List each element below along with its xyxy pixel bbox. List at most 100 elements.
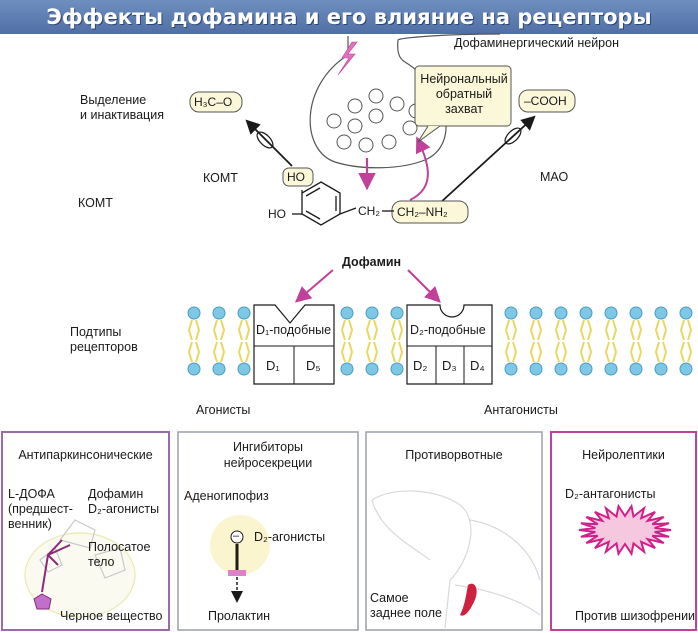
lipid-head: [390, 362, 404, 376]
box1-title: Антипаркинсонические: [18, 448, 153, 462]
lipid-head: [629, 306, 643, 320]
area-postrema-label: Самое заднее поле: [370, 591, 442, 620]
d2-agonists-label: D₂-агонисты: [254, 530, 326, 544]
schizophrenia-burst: [578, 503, 672, 557]
ch2-group: CH₂: [358, 204, 380, 218]
lipid-head: [212, 362, 226, 376]
title-bar: [0, 0, 698, 34]
action-potential-icon: [337, 41, 358, 76]
mao-label: МАО: [540, 170, 569, 184]
box4-title: Нейролептики: [582, 448, 665, 462]
lipid-tail: [579, 341, 593, 363]
dopamine-agonists-label: Дофамин D₂-агонисты: [88, 487, 160, 516]
lipid-head: [237, 306, 251, 320]
ch2-nh2-group: CH₂–NH₂: [397, 205, 448, 219]
lipid-head: [504, 362, 518, 376]
lipid-tail: [365, 341, 379, 363]
lipid-head: [340, 362, 354, 376]
d2-antagonists-label: D₂-антагонисты: [565, 487, 656, 501]
lipid-head: [579, 306, 593, 320]
neuron-terminal: [309, 33, 501, 169]
antagonists-label: Антагонисты: [484, 403, 558, 417]
lipid-tail: [679, 341, 693, 363]
lipid-head: [504, 306, 518, 320]
benzene-ring: [292, 181, 357, 226]
lipid-head: [187, 362, 201, 376]
striatum-label: Полосатое тело: [88, 540, 151, 569]
lipid-tail: [654, 319, 668, 341]
lipid-tail: [504, 341, 518, 363]
lipid-head: [529, 362, 543, 376]
mao-product: –COOH: [524, 94, 567, 108]
reuptake-label: Нейрональный обратный захват: [420, 72, 508, 116]
pituitary-label: Аденогипофиз: [184, 489, 269, 503]
lipid-tail: [554, 319, 568, 341]
lipid-head: [554, 362, 568, 376]
amine-box: [391, 200, 469, 224]
box3-title: Противорвотные: [405, 448, 503, 462]
d4-label: D₄: [470, 358, 485, 373]
neuron-label: Дофаминергический нейрон: [454, 36, 619, 50]
lipid-head: [579, 362, 593, 376]
lipid-tail: [604, 341, 618, 363]
area-postrema: [460, 583, 477, 616]
lipid-head: [529, 306, 543, 320]
lipid-tail: [212, 319, 226, 341]
ho-upper: HO: [287, 170, 305, 184]
d5-label: D₅: [306, 358, 321, 373]
mao-product-box: [518, 89, 576, 113]
lipid-head: [187, 306, 201, 320]
release-label: Выделение и инактивация: [80, 93, 164, 122]
reuptake-box: [414, 65, 512, 127]
receptor-subtypes-label: Подтипы рецепторов: [70, 325, 138, 354]
d1-like-label: D₁-подобные: [256, 323, 332, 337]
d2-label: D₂: [413, 358, 428, 373]
lipid-head: [365, 306, 379, 320]
comt-product-box: [189, 91, 243, 113]
lipid-head: [390, 306, 404, 320]
d3-label: D₃: [442, 358, 457, 373]
lipid-head: [604, 306, 618, 320]
pituitary-shape: [210, 515, 270, 575]
dopamine-label: Дофамин: [342, 255, 402, 269]
lipid-tail: [365, 319, 379, 341]
d2-like-label: D₂-подобные: [410, 323, 486, 337]
brainstem-sketch: [371, 490, 541, 629]
lipid-head: [679, 362, 693, 376]
nigrostriatal-pathway: [41, 539, 71, 593]
lipid-tail: [187, 319, 201, 341]
lipid-tail: [654, 341, 668, 363]
lipid-tail: [504, 319, 518, 341]
d1-like-receptor: [253, 304, 335, 385]
lipid-tail: [212, 341, 226, 363]
lipid-head: [554, 306, 568, 320]
inhibit-symbol: [230, 530, 244, 544]
lipid-head: [340, 306, 354, 320]
lipid-head: [237, 362, 251, 376]
box-antiemetics: [365, 431, 543, 631]
lipid-head: [654, 362, 668, 376]
lipid-tail: [679, 319, 693, 341]
substantia-nigra-neuron: [33, 593, 52, 610]
lipid-tail: [390, 319, 404, 341]
membrane-lipids: [187, 306, 693, 376]
page-title: Эффекты дофамина и его влияние на рецепт…: [46, 5, 652, 29]
lipid-tail: [604, 319, 618, 341]
box-neurosecretion-inhibitors: [177, 431, 359, 631]
lipid-tail: [237, 319, 251, 341]
levodopa-label: L-ДОФА (предшест- венник): [8, 487, 73, 531]
lipid-tail: [390, 341, 404, 363]
lipid-tail: [579, 319, 593, 341]
vesicles: [326, 88, 424, 153]
substantia-nigra-label: Черное вещество: [60, 609, 163, 623]
inhibit-minus: –: [233, 530, 240, 542]
schizophrenia-label: Против шизофрении: [575, 609, 696, 623]
lipid-tail: [237, 341, 251, 363]
comt-label-arrow: КОМТ: [203, 171, 238, 185]
lipid-head: [679, 306, 693, 320]
lipid-tail: [629, 319, 643, 341]
lipid-tail: [187, 341, 201, 363]
box2-title: Ингибиторы нейросекреции: [223, 440, 313, 470]
